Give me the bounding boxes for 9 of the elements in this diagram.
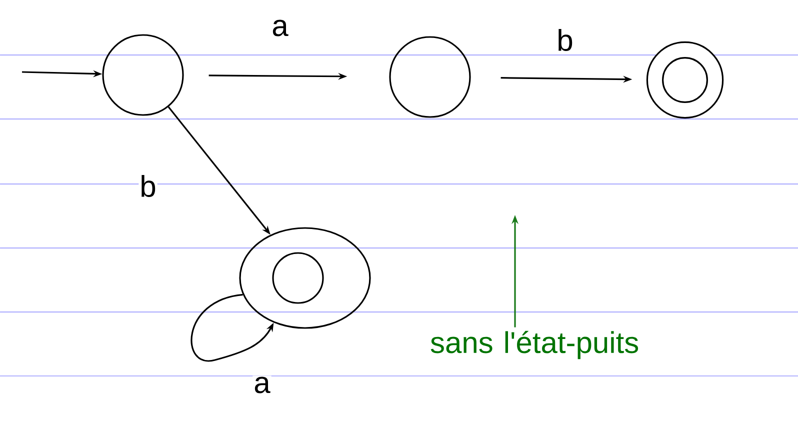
edge-label: a [270, 18, 290, 38]
accepting-state [239, 227, 371, 329]
edge-label: a [252, 376, 272, 394]
edge-label: b [138, 174, 158, 198]
edge-label: b [556, 28, 574, 52]
handwritten-note: sans l'état-puits [430, 330, 638, 360]
state-circle [102, 34, 184, 116]
state-circle [389, 36, 471, 118]
accepting-state [646, 41, 724, 119]
